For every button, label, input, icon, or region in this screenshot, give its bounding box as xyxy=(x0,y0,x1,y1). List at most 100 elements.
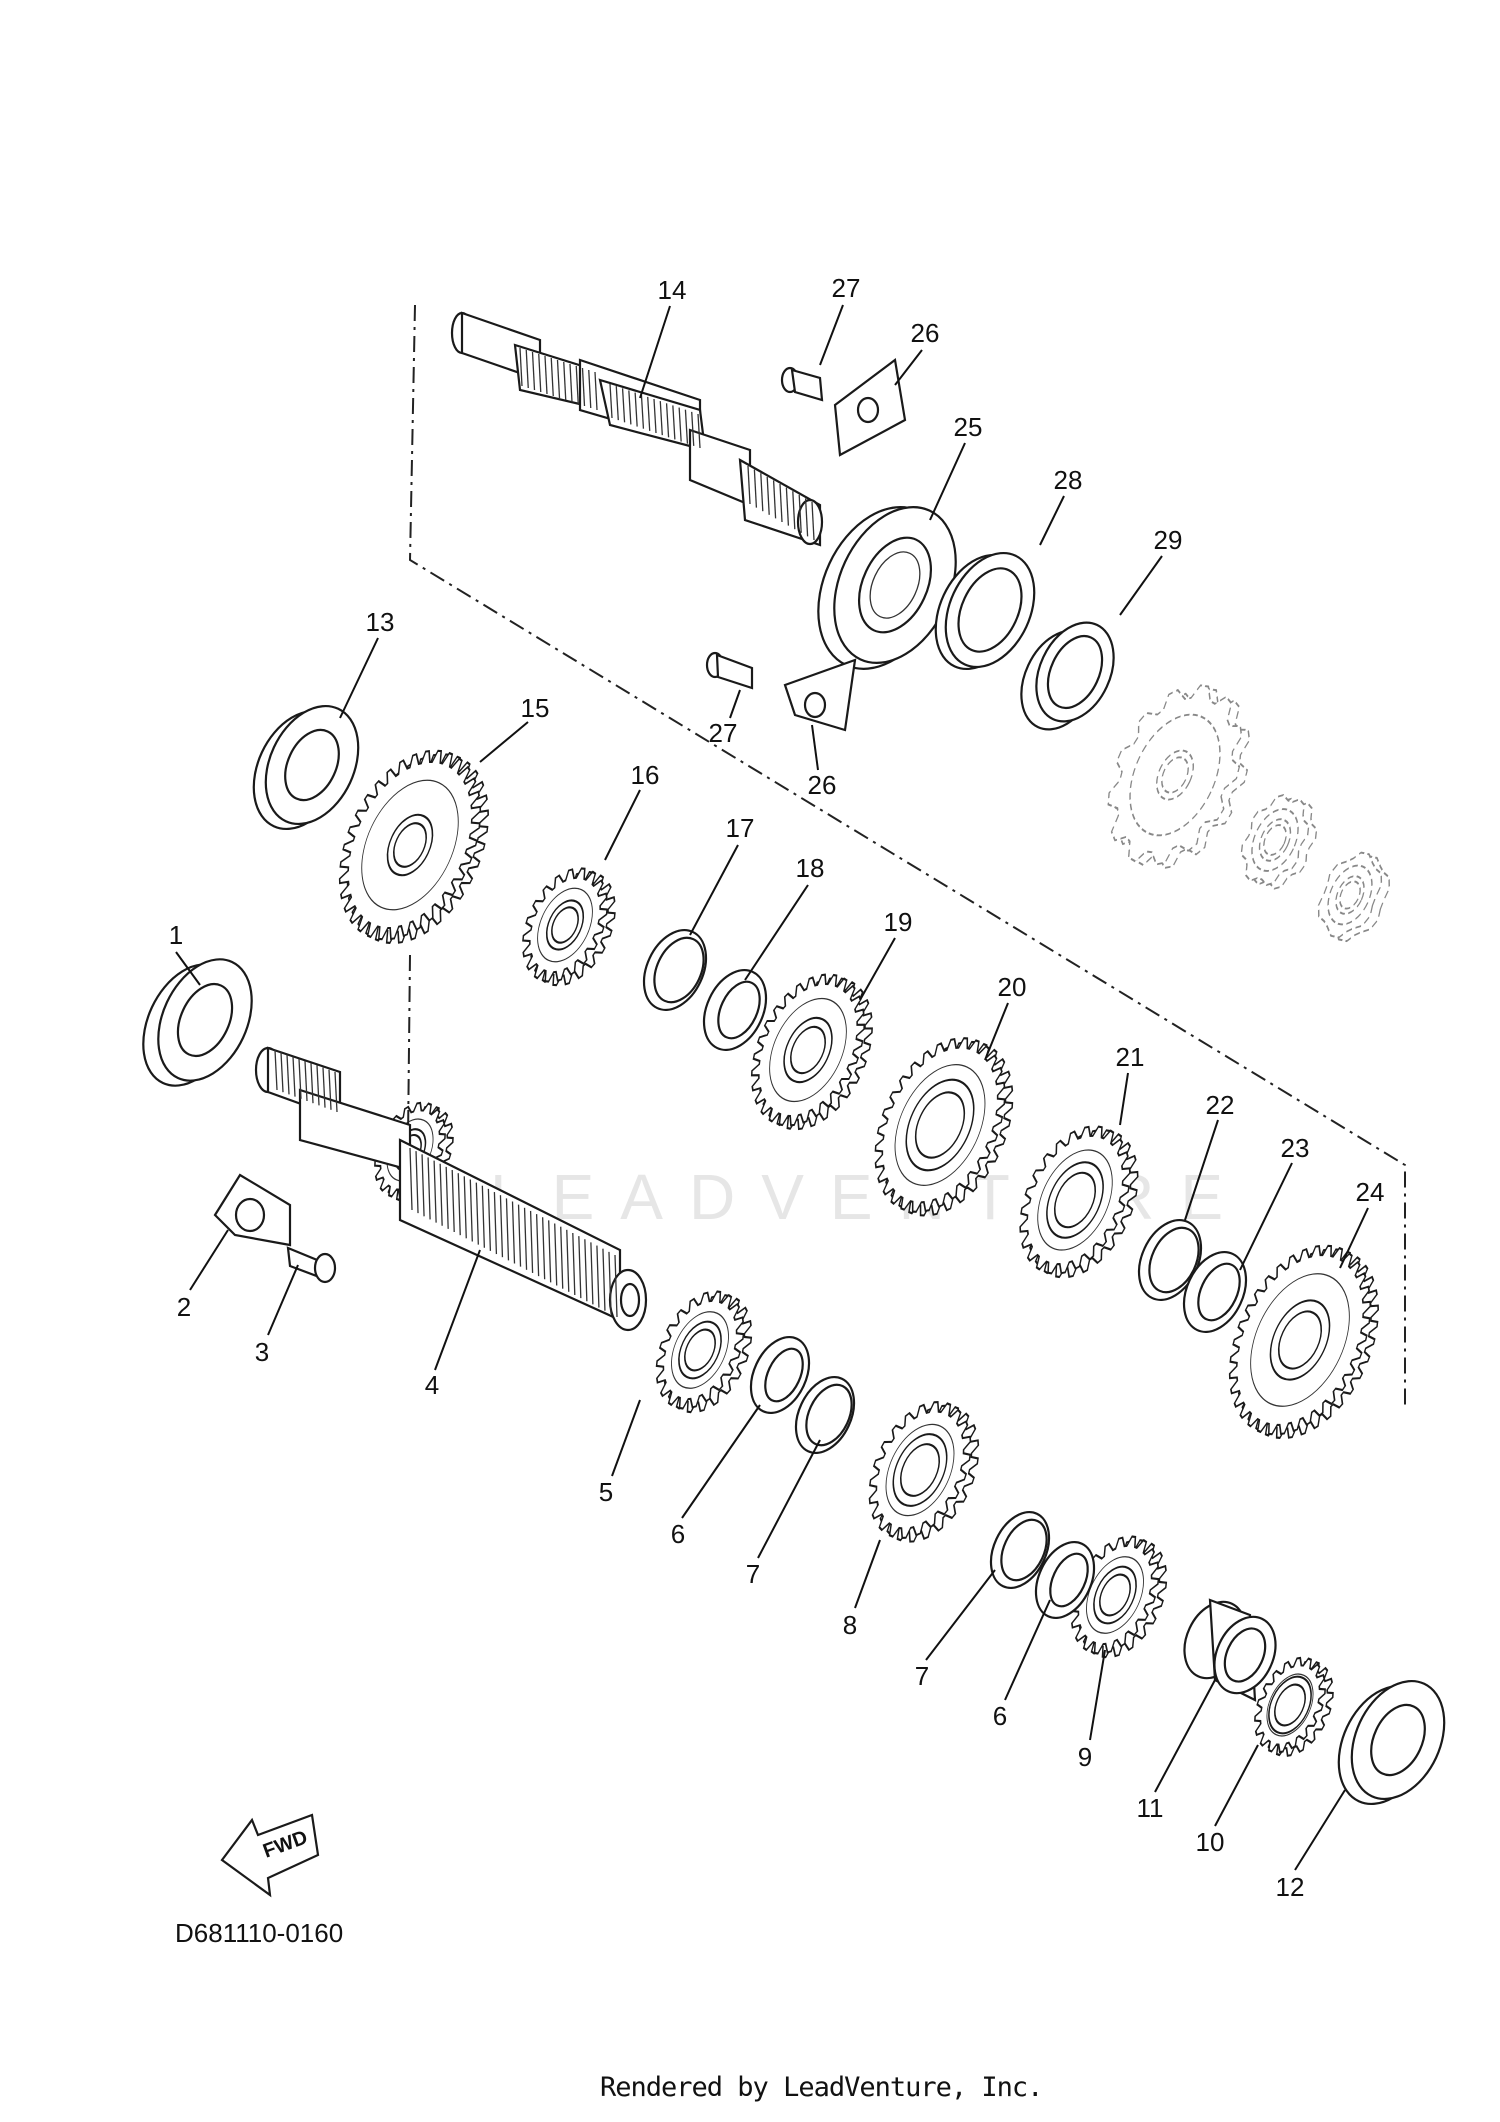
bolt-3 xyxy=(286,1246,337,1284)
callout-25: 25 xyxy=(953,412,983,442)
oil-seal-28 xyxy=(934,551,1036,671)
callout-1: 1 xyxy=(168,920,184,950)
footer-credit: Rendered by LeadVenture, Inc. xyxy=(600,2072,1043,2103)
sprocket-reference xyxy=(1107,684,1390,943)
callout-5: 5 xyxy=(598,1477,614,1507)
leader-line-24 xyxy=(1339,1207,1369,1269)
leader-line-21 xyxy=(1119,1072,1129,1126)
callout-7a: 7 xyxy=(745,1559,761,1589)
leader-line-2 xyxy=(189,1229,229,1291)
leader-line-6b xyxy=(1004,1599,1051,1701)
leader-line-7b xyxy=(925,1569,996,1661)
needle-bearing-11 xyxy=(1183,1598,1277,1702)
bearing-25 xyxy=(817,506,957,670)
leader-line-4 xyxy=(434,1249,481,1371)
drive-shaft xyxy=(254,1046,648,1332)
callout-11: 11 xyxy=(1136,1793,1164,1823)
bearing-1 xyxy=(142,958,253,1087)
gear-21 xyxy=(1019,1125,1139,1279)
washer-6-left xyxy=(749,1336,811,1414)
leader-line-27a xyxy=(819,304,844,366)
callout-7b: 7 xyxy=(914,1661,930,1691)
leader-line-13 xyxy=(339,637,379,719)
leader-line-7a xyxy=(757,1439,821,1559)
callout-4: 4 xyxy=(424,1370,440,1400)
leader-line-25 xyxy=(929,442,966,521)
gear-8 xyxy=(868,1400,980,1543)
gear-5 xyxy=(655,1290,753,1414)
bearing-12 xyxy=(1337,1679,1446,1806)
callout-26b: 26 xyxy=(807,770,837,800)
leader-line-18 xyxy=(744,884,809,981)
lock-washer-ghost xyxy=(1240,794,1318,890)
plate-26-lower xyxy=(783,658,857,732)
leader-line-1 xyxy=(175,951,201,986)
leader-line-26a xyxy=(894,349,923,386)
leader-line-11 xyxy=(1154,1679,1216,1793)
bearing-13 xyxy=(252,704,360,831)
callout-16: 16 xyxy=(630,760,660,790)
leader-line-20 xyxy=(984,1002,1009,1061)
leader-line-29 xyxy=(1119,555,1163,616)
nut-ghost xyxy=(1317,851,1390,943)
washer-18 xyxy=(702,969,768,1051)
callout-27a: 27 xyxy=(831,273,861,303)
leader-line-3 xyxy=(267,1264,299,1336)
callout-27b: 27 xyxy=(708,718,738,748)
callout-23: 23 xyxy=(1280,1133,1310,1163)
leader-line-5 xyxy=(611,1399,641,1477)
callout-26a: 26 xyxy=(910,318,940,348)
leader-line-28 xyxy=(1039,495,1065,546)
leader-line-17 xyxy=(689,844,739,936)
gear-15 xyxy=(338,749,489,944)
callout-10: 10 xyxy=(1195,1827,1225,1857)
fwd-arrow-icon xyxy=(220,1813,320,1898)
leader-line-12 xyxy=(1294,1789,1346,1871)
leader-line-15 xyxy=(479,721,529,763)
plate-26-upper xyxy=(833,358,907,457)
circlip-7-right xyxy=(989,1511,1051,1589)
leader-line-19 xyxy=(859,937,896,1001)
callout-17: 17 xyxy=(725,813,755,843)
gear-20 xyxy=(874,1037,1014,1217)
leader-line-8 xyxy=(854,1539,881,1609)
bolt-27-lower xyxy=(705,651,754,690)
callout-21: 21 xyxy=(1115,1042,1145,1072)
callout-8: 8 xyxy=(842,1610,858,1640)
callout-14: 14 xyxy=(657,275,687,305)
leader-line-22 xyxy=(1184,1119,1219,1221)
callout-6a: 6 xyxy=(670,1519,686,1549)
callout-12: 12 xyxy=(1275,1872,1305,1902)
callout-2: 2 xyxy=(176,1292,192,1322)
circlip-7-left xyxy=(794,1376,856,1454)
leader-line-14 xyxy=(639,305,671,399)
leader-line-6a xyxy=(681,1404,761,1519)
callout-18: 18 xyxy=(795,853,825,883)
bolt-27-upper xyxy=(780,366,824,402)
washer-23 xyxy=(1182,1251,1248,1333)
callout-19: 19 xyxy=(883,907,913,937)
gear-10 xyxy=(1254,1656,1334,1757)
callout-9: 9 xyxy=(1077,1742,1093,1772)
circlip-17 xyxy=(642,929,708,1011)
gear-19 xyxy=(750,973,873,1131)
diagram-code: D681110-0160 xyxy=(175,1918,344,1948)
gear-24 xyxy=(1228,1244,1379,1439)
callout-29: 29 xyxy=(1153,525,1183,555)
callout-24: 24 xyxy=(1355,1177,1385,1207)
leader-line-26b xyxy=(811,724,819,771)
callout-3: 3 xyxy=(254,1337,270,1367)
callout-15: 15 xyxy=(520,693,550,723)
callout-20: 20 xyxy=(997,972,1027,1002)
leader-line-10 xyxy=(1214,1744,1259,1827)
gear-16 xyxy=(522,867,616,987)
washer-6-right xyxy=(1034,1541,1096,1619)
leader-line-23 xyxy=(1239,1162,1293,1271)
callout-28: 28 xyxy=(1053,465,1083,495)
gear-9 xyxy=(1070,1535,1168,1659)
leader-line-27b xyxy=(729,689,741,719)
main-shaft xyxy=(450,311,824,547)
callout-22: 22 xyxy=(1205,1090,1235,1120)
leader-line-16 xyxy=(604,789,641,861)
sprocket-ghost xyxy=(1107,684,1251,869)
